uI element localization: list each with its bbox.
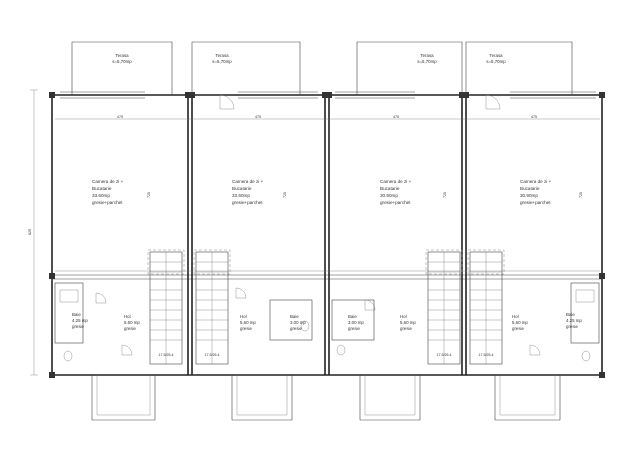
bathroom-2: Baie 3.00 mp gresie [269,299,313,341]
overall-height-dimension: 825 [28,89,38,376]
stair-3: 17.5/26.4 [425,249,463,365]
top-windows [60,91,596,99]
living-name-line-2: Bucatarie [92,186,112,191]
unit-3: Terasa s=5,70mp 475 725 Camera de zi + B… [331,41,463,421]
bathroom-4: Baie 4.25 mp gresie [566,282,600,362]
living-name-line-1: Camera de zi + [92,179,124,184]
terrace-name: Terasa [489,53,503,58]
living-name-line-1: Camera de zi + [232,179,264,184]
hall-name: Hol [400,314,407,319]
living-height-dim: 725 [283,192,287,198]
bath-area: 3.00 mp [348,320,364,325]
stair-2: 17.5/26.4 [193,249,231,365]
living-height-dim: 725 [147,192,151,198]
bath-name: Baie [348,314,357,319]
hall-name: Hol [240,314,247,319]
unit-4: Terasa s=5,70mp 475 725 Camera de zi + B… [465,41,600,421]
hall-area: 5.60 mp [400,320,416,325]
bath-area: 3.00 mp [290,320,306,325]
stair-1: 17.5/26.4 [147,249,185,365]
living-width-dim: 475 [255,115,261,119]
living-width-dim: 475 [117,115,123,119]
entrance-porch-1 [91,375,156,421]
entrance-porch-2 [231,375,293,421]
hall-name: Hol [124,314,131,319]
living-finish: gresie+parchet [92,200,123,205]
bath-name: Baie [566,312,575,317]
bath-finish: gresie [566,324,579,329]
living-finish: gresie+parchet [232,200,263,205]
bathroom-1: Baie 4.25 mp gresie [54,282,88,362]
terrace-area: s=5,70mp [417,59,437,64]
living-area: 30.90mp [380,193,398,198]
hall-3: Hol 5.60 mp gresie [400,314,416,331]
living-room-label: Camera de zi + Bucatarie 33.60mp gresie+… [92,179,124,205]
living-finish: gresie+parchet [520,200,551,205]
terrace-4: Terasa s=5,70mp [465,41,573,95]
overall-height-label: 825 [28,229,32,235]
living-finish: gresie+parchet [380,200,411,205]
living-room-label: Camera de zi + Bucatarie 30.90mp gresie+… [380,179,412,205]
hall-4: Hol 5.60 mp gresie [512,314,541,356]
bath-name: Baie [72,312,81,317]
bath-area: 4.25 mp [72,318,88,323]
bath-finish: gresie [72,324,85,329]
living-area: 30.90mp [520,193,538,198]
living-name-line-1: Camera de zi + [380,179,412,184]
bathroom-3: Baie 3.00 mp gresie [331,299,376,356]
hall-area: 5.60 mp [240,320,256,325]
living-room-label: Camera de zi + Bucatarie 30.90mp gresie+… [520,179,552,205]
living-width-dimension-line [55,118,600,272]
terrace-area: s=5,70mp [486,59,506,64]
bath-finish: gresie [348,326,361,331]
terrace-name: Terasa [115,53,129,58]
hall-1: Hol 5.60 mp gresie [95,292,140,356]
living-height-dim: 725 [443,192,447,198]
hall-area: 5.60 mp [124,320,140,325]
living-room-label: Camera de zi + Bucatarie 33.60mp gresie+… [232,179,264,205]
bath-name: Baie [290,314,299,319]
stair-4: 17.5/26.4 [467,249,505,365]
living-name-line-2: Bucatarie [232,186,252,191]
bath-finish: gresie [290,326,303,331]
hall-area: 5.60 mp [512,320,528,325]
hall-finish: gresie [400,326,413,331]
stair-label: 17.5/26.4 [479,353,494,357]
terrace-name: Terasa [420,53,434,58]
living-name-line-2: Bucatarie [520,186,540,191]
hall-name: Hol [512,314,519,319]
terrace-2: Terasa s=5,70mp [191,41,301,95]
hall-finish: gresie [512,326,525,331]
stair-label: 17.5/26.4 [159,353,174,357]
stair-label: 17.5/26.4 [437,353,452,357]
hall-finish: gresie [124,326,137,331]
entrance-porch-4 [494,375,561,421]
stair-label: 17.5/26.4 [205,353,220,357]
living-name-line-2: Bucatarie [380,186,400,191]
terrace-3: Terasa s=5,70mp [356,41,463,95]
terrace-area: s=5,70mp [112,59,132,64]
living-name-line-1: Camera de zi + [520,179,552,184]
living-area: 33.60mp [232,193,250,198]
unit-2: Terasa s=5,70mp 475 725 Camera de zi + B… [191,41,313,421]
hall-2: Hol 5.60 mp gresie [235,287,256,331]
structural-columns [49,92,605,378]
living-width-dim: 475 [531,115,537,119]
unit-1: Terasa s=5,70mp 475 725 Camera de zi + B… [54,41,185,421]
entrance-porch-3 [359,375,421,421]
terrace-1: Terasa s=5,70mp [71,41,173,95]
living-height-dim: 725 [579,192,583,198]
bath-area: 4.25 mp [566,318,582,323]
terrace-name: Terasa [215,53,229,58]
party-walls [187,95,467,375]
hall-finish: gresie [240,326,253,331]
terrace-area: s=5,70mp [212,59,232,64]
living-area: 33.60mp [92,193,110,198]
living-width-dim: 475 [393,115,399,119]
